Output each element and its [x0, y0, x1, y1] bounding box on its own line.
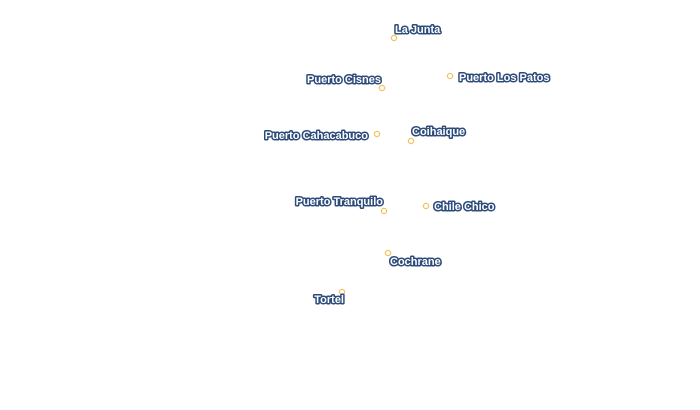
place-puerto-cahacabuco[interactable]: Puerto Cahacabuco — [263, 129, 381, 144]
place-label: Puerto Cahacabuco — [265, 130, 369, 142]
place-label: La Junta — [395, 24, 441, 36]
place-label: Chile Chico — [434, 201, 495, 213]
place-label: Puerto Tranquilo — [296, 196, 384, 208]
place-puerto-tranquilo[interactable]: Puerto Tranquilo — [294, 195, 388, 215]
place-marker[interactable] — [407, 137, 415, 145]
place-label: Puerto Cisnes — [307, 74, 381, 86]
place-chile-chico[interactable]: Chile Chico — [422, 200, 496, 215]
place-marker[interactable] — [373, 130, 381, 138]
place-tortel[interactable]: Tortel — [313, 288, 346, 308]
place-marker[interactable] — [390, 34, 398, 42]
place-marker[interactable] — [446, 72, 454, 80]
place-marker[interactable] — [384, 249, 392, 257]
place-label: Puerto Los Patos — [459, 72, 549, 84]
place-label: Tortel — [314, 294, 344, 306]
place-puerto-los-patos[interactable]: Puerto Los Patos — [446, 71, 551, 86]
place-la-junta[interactable]: La Junta — [390, 23, 443, 42]
place-marker[interactable] — [380, 207, 388, 215]
place-label: Cochrane — [390, 256, 441, 268]
place-cochrane[interactable]: Cochrane — [384, 249, 442, 270]
place-label: Coihaique — [412, 126, 465, 138]
place-marker[interactable] — [378, 84, 386, 92]
place-marker[interactable] — [422, 202, 430, 210]
place-marker[interactable] — [338, 288, 346, 296]
place-coihaique[interactable]: Coihaique — [407, 125, 467, 145]
place-puerto-cisnes[interactable]: Puerto Cisnes — [306, 73, 386, 92]
